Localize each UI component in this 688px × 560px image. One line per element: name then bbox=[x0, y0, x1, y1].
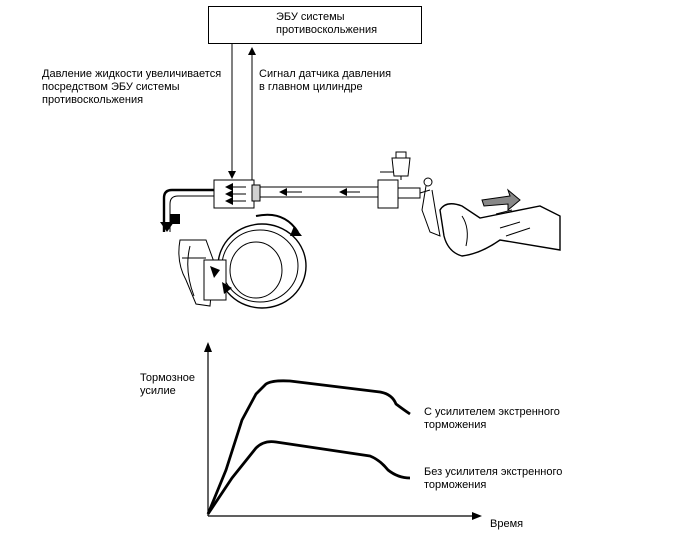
ecu-box: ЭБУ системы противоскольжения bbox=[208, 6, 422, 44]
sensor-signal-note: Сигнал датчика давления в главном цилинд… bbox=[259, 68, 391, 94]
series-label-with-brake-assist-line1: С усилителем экстренного bbox=[424, 406, 560, 418]
master-cylinder bbox=[377, 151, 421, 209]
driver-foot bbox=[439, 188, 561, 257]
ecu-label-line2: противоскольжения bbox=[276, 24, 378, 36]
brake-disc-wheel bbox=[178, 213, 307, 309]
y-axis-label: Тормозное усилие bbox=[140, 372, 195, 398]
brake-system-illustration bbox=[160, 44, 561, 309]
fluid-pressure-note-line2: посредством ЭБУ системы bbox=[42, 81, 180, 93]
brake-actuator bbox=[213, 179, 261, 209]
series-label-without-brake-assist: Без усилителя экстренного торможения bbox=[424, 466, 562, 492]
sensor-signal-note-line2: в главном цилиндре bbox=[259, 81, 363, 93]
y-axis-label-line2: усилие bbox=[140, 385, 176, 397]
ecu-signal-lines bbox=[228, 44, 256, 182]
brake-line-pipe bbox=[258, 186, 378, 198]
fluid-pressure-note-line1: Давление жидкости увеличивается bbox=[42, 68, 222, 80]
y-axis-arrow bbox=[204, 342, 212, 352]
fluid-pressure-note: Давление жидкости увеличивается посредст… bbox=[42, 68, 221, 107]
fluid-pressure-note-line3: противоскольжения bbox=[42, 94, 144, 106]
sensor-signal-note-line1: Сигнал датчика давления bbox=[259, 68, 392, 80]
series-label-with-brake-assist-line2: торможения bbox=[424, 419, 487, 431]
series-label-with-brake-assist: С усилителем экстренного торможения bbox=[424, 406, 560, 432]
hydraulic-line-to-wheel bbox=[160, 188, 214, 232]
x-axis-label: Время bbox=[490, 518, 524, 530]
series-label-without-brake-assist-line2: торможения bbox=[424, 479, 487, 491]
y-axis-label-line1: Тормозное bbox=[140, 372, 196, 384]
x-axis-arrow bbox=[472, 512, 482, 520]
ecu-label-line1: ЭБУ системы bbox=[276, 11, 345, 23]
ecu-label: ЭБУ системы противоскольжения bbox=[276, 11, 377, 37]
series-line-with-brake-assist bbox=[206, 379, 411, 515]
brake-pedal bbox=[419, 177, 441, 237]
series-label-without-brake-assist-line1: Без усилителя экстренного bbox=[424, 466, 563, 478]
series-line-without-brake-assist bbox=[206, 440, 411, 515]
